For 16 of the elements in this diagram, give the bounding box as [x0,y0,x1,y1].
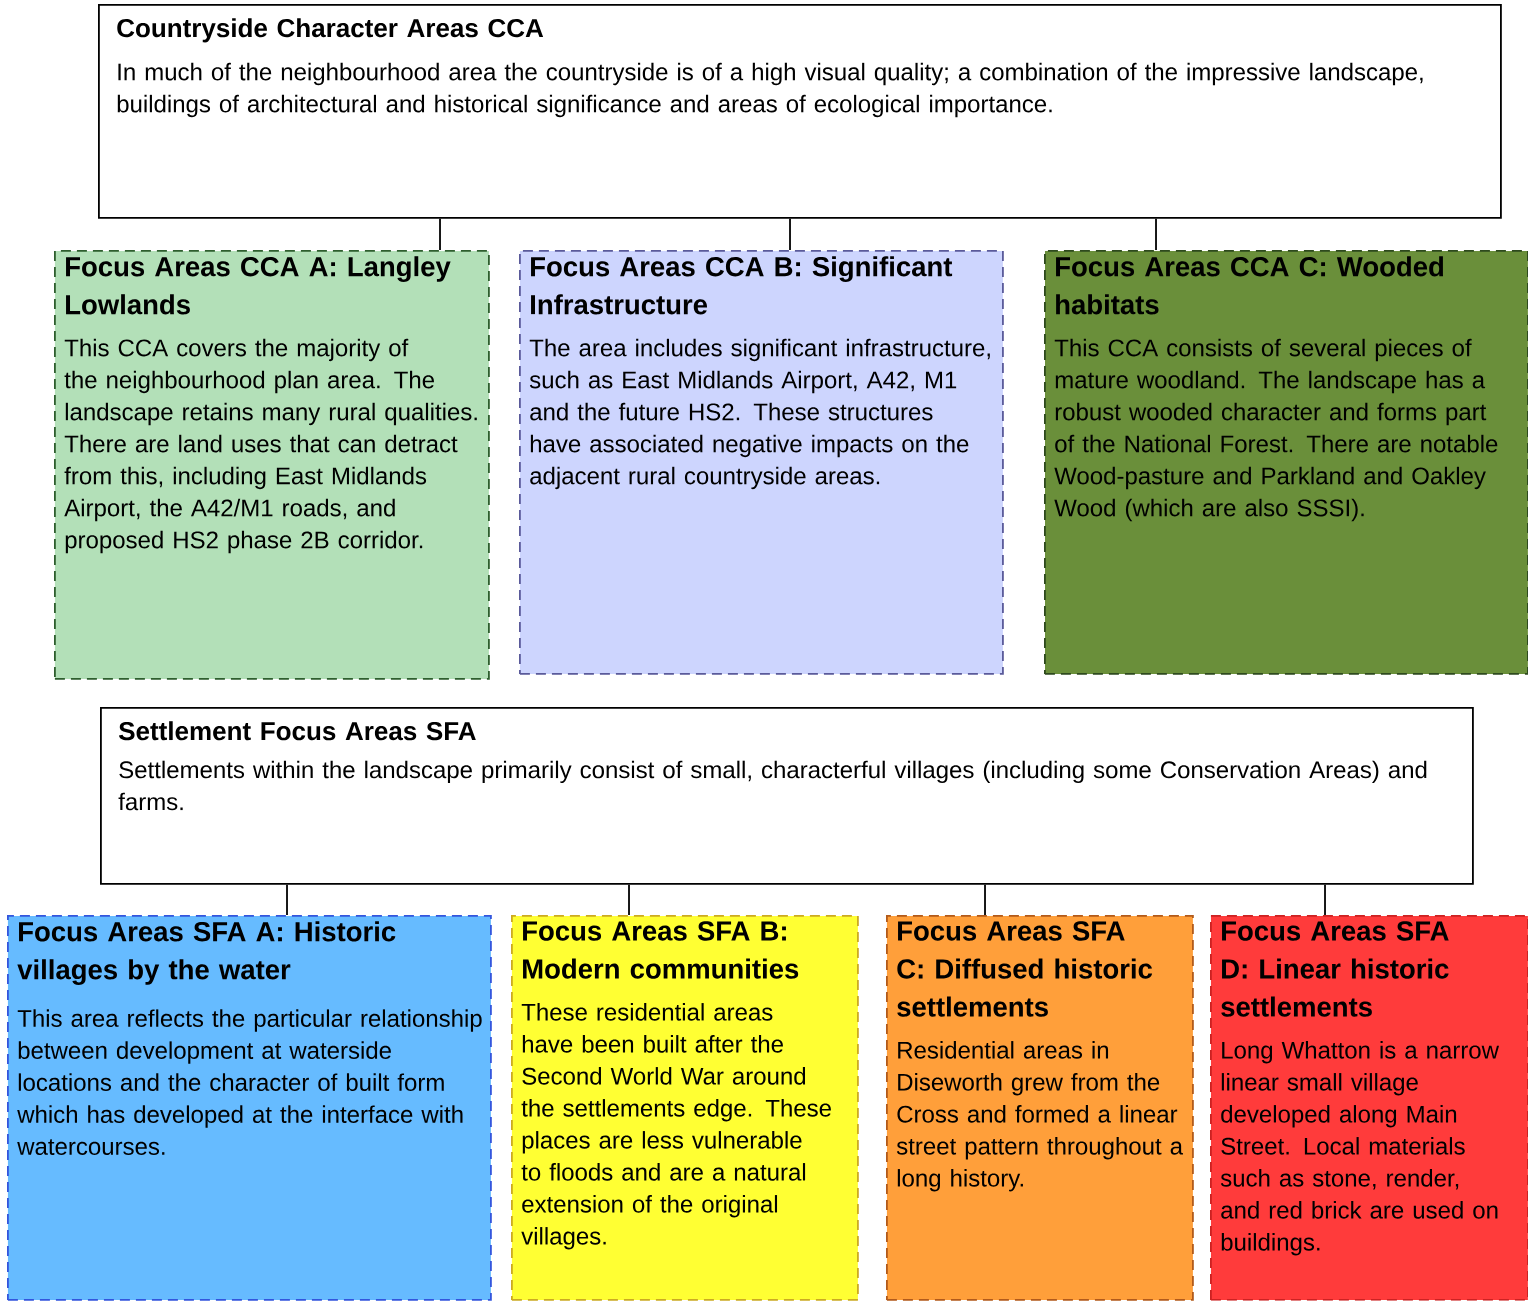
connector-line [789,217,791,251]
focus-area-box: Focus Areas SFA A: Historic villages by the water This area reflects the particular relationship between development at waterside locations and the character of built form which has developed at the interface with watercourses. [7,915,492,1301]
focus-area-box: Focus Areas SFA C: Diffused historic settlements Residential areas in Diseworth grew from the Cross and formed a linear street pattern throughout a long history. [886,915,1194,1301]
category-box: Countryside Character Areas CCA In much of the neighbourhood area the countryside is of a high visual quality; a combination of the impressive landscape, buildings of architectural and historical significance and areas of ecological importance. [98,4,1502,219]
connector-line [439,217,441,251]
focus-area-box: Focus Areas SFA D: Linear historic settlements Long Whatton is a narrow linear small village developed along Main Street. Local materials such as stone, render, and red brick are used on buildings. [1210,915,1528,1301]
connector-line [628,883,630,916]
connector-line [984,883,986,916]
focus-area-box: Focus Areas CCA B: Significant Infrastructure The area includes significant infrastructure, such as East Midlands Airport, A42, M1 and the future HS2. These structures have associated negative impacts on the adjacent rural countryside areas. [519,250,1004,675]
connector-line [1155,217,1157,251]
focus-area-box: Focus Areas CCA C: Wooded habitats This CCA consists of several pieces of mature woodland. The landscape has a robust wooded character and forms part of the National Forest. There are notable Wood-pasture and Parkland and Oakley Wood (which are also SSSI). [1044,250,1528,675]
connector-line [286,883,288,916]
category-box: Settlement Focus Areas SFA Settlements within the landscape primarily consist of small, characterful villages (including some Conservation Areas) and farms. [100,707,1474,885]
connector-line [1324,883,1326,916]
focus-area-box: Focus Areas CCA A: Langley Lowlands This CCA covers the majority of the neighbourhood plan area. The landscape retains many rural qualities. There are land uses that can detract from this, including East Midlands Airport, the A42/M1 roads, and proposed HS2 phase 2B corridor. [54,250,490,680]
focus-area-box: Focus Areas SFA B: Modern communities These residential areas have been built after the Second World War around the settlements edge. These places are less vulnerable to floods and are a natural extension of the original villages. [511,915,859,1301]
